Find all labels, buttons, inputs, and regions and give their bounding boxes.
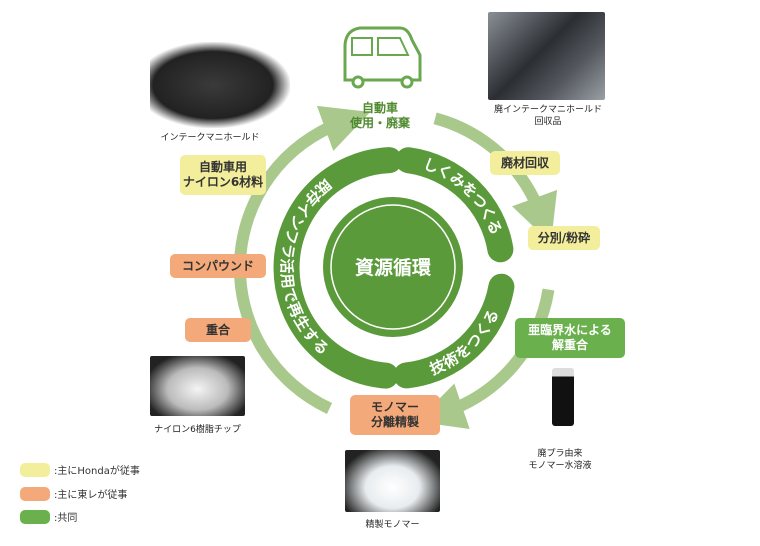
waste-intake-image bbox=[488, 12, 605, 100]
step-compound: コンパウンド bbox=[170, 254, 266, 278]
intake-manifold-caption: インテークマニホールド bbox=[160, 133, 260, 143]
legend-swatch-green bbox=[20, 509, 50, 524]
legend-swatch-orange bbox=[20, 486, 50, 501]
legend-label: :主にHondaが従事 bbox=[54, 466, 140, 477]
center-circle bbox=[323, 197, 463, 337]
waste-intake-caption: 廃インテークマニホールド 回収品 bbox=[493, 105, 602, 127]
car-use-disposal-label: 自動車 使用・廃棄 bbox=[349, 101, 410, 130]
nylon-chip-caption: ナイロン6樹脂チップ bbox=[154, 425, 241, 435]
center-label: 資源循環 bbox=[355, 256, 432, 279]
legend-swatch-yellow bbox=[20, 462, 50, 477]
monomer-solution-vial-image bbox=[552, 368, 574, 426]
legend-label: :主に東レが従事 bbox=[54, 490, 128, 501]
step-subcritical-depolymerization: 亜臨界水による 解重合 bbox=[515, 318, 625, 358]
step-material-collection: 廃材回収 bbox=[490, 151, 560, 175]
refined-monomer-image bbox=[345, 450, 440, 512]
step-monomer-refining: モノマー 分離精製 bbox=[350, 395, 440, 435]
legend-label: :共同 bbox=[54, 513, 78, 524]
intake-manifold-image bbox=[150, 42, 290, 128]
cycle-arrow-bottom-right bbox=[416, 288, 555, 429]
step-sorting-crushing: 分別/粉砕 bbox=[528, 226, 600, 250]
legend-toray: :主に東レが従事 bbox=[20, 486, 127, 501]
legend-honda: :主にHondaが従事 bbox=[20, 462, 140, 477]
monomer-solution-caption: 廃プラ由来 モノマー水溶液 bbox=[528, 449, 592, 471]
step-polymerization: 重合 bbox=[185, 318, 251, 342]
step-nylon6-material: 自動車用 ナイロン6材料 bbox=[180, 155, 266, 195]
refined-monomer-caption: 精製モノマー bbox=[365, 520, 420, 530]
center-circle-ring bbox=[330, 204, 456, 330]
nylon-chip-image bbox=[150, 356, 245, 416]
legend-joint: :共同 bbox=[20, 509, 77, 524]
car-icon bbox=[343, 26, 422, 89]
